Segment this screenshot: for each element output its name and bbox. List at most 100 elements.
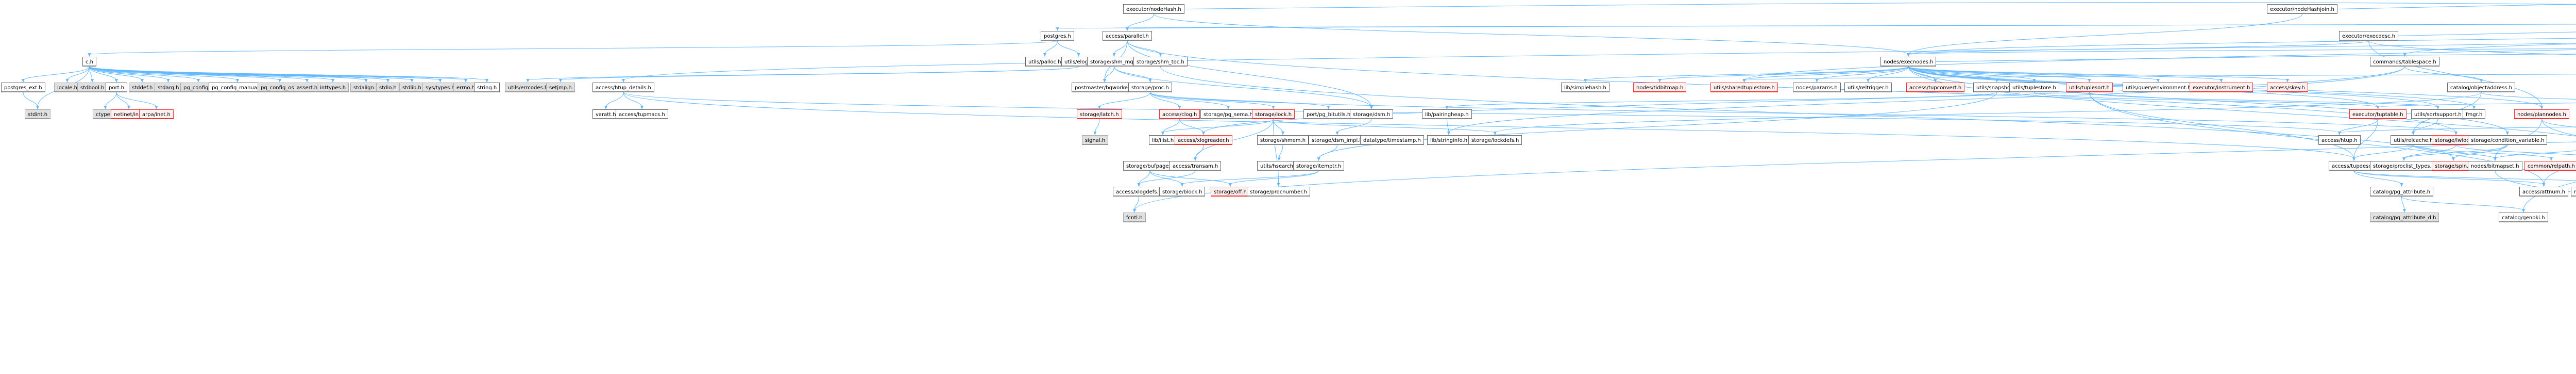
graph-node-parallel[interactable]: access/parallel.h bbox=[1103, 31, 1152, 41]
graph-node-signal: signal.h bbox=[1082, 135, 1109, 145]
graph-node-queryenvironment[interactable]: utils/queryenvironment.h bbox=[2123, 83, 2194, 92]
graph-node-bufpage[interactable]: storage/bufpage.h bbox=[1123, 161, 1177, 171]
arrowhead-icon bbox=[485, 79, 488, 83]
graph-node-lockdefs[interactable]: storage/lockdefs.h bbox=[1468, 135, 1522, 145]
arrowhead-icon bbox=[1658, 79, 1662, 83]
edge-nodeHashjoin-to-execnodes bbox=[1908, 13, 2302, 55]
arrowhead-icon bbox=[604, 106, 607, 109]
arrowhead-icon bbox=[2352, 157, 2355, 161]
graph-node-c[interactable]: c.h bbox=[82, 57, 97, 67]
graph-node-miscnodes[interactable]: nodes/miscnodes.h bbox=[2571, 187, 2576, 197]
graph-node-proc[interactable]: storage/proc.h bbox=[1128, 83, 1172, 92]
graph-node-tupmacs[interactable]: access/tupmacs.h bbox=[616, 109, 668, 119]
edge-itemptr-to-block bbox=[1182, 170, 1319, 185]
graph-node-stdint: stdint.h bbox=[25, 109, 51, 119]
arrowhead-icon bbox=[2403, 209, 2406, 213]
graph-node-tuplestore[interactable]: utils/tuplestore.h bbox=[2009, 83, 2059, 92]
graph-node-sortsupport[interactable]: utils/sortsupport.h bbox=[2411, 109, 2465, 119]
edge-proc-to-pg_sema bbox=[1150, 92, 1229, 108]
edge-execdesc-to-plannodes bbox=[2368, 40, 2542, 108]
edge-shmem-to-hsearch bbox=[1279, 144, 1283, 159]
graph-node-nodeHashjoin[interactable]: executor/nodeHashjoin.h bbox=[2267, 4, 2337, 14]
graph-node-transam[interactable]: access/transam.h bbox=[1170, 161, 1222, 171]
edge-clog-to-xlogreader bbox=[1179, 119, 1204, 134]
arrowhead-icon bbox=[2542, 183, 2546, 187]
edge-execnodes-to-instrument bbox=[1908, 66, 2222, 81]
graph-node-execdesc[interactable]: executor/execdesc.h bbox=[2339, 31, 2399, 41]
graph-node-condition-variable[interactable]: storage/condition_variable.h bbox=[2468, 135, 2548, 145]
edge-snapshot-to-pairingheap bbox=[1447, 92, 1997, 108]
graph-node-xlogdefs[interactable]: access/xlogdefs.h bbox=[1113, 187, 1165, 197]
graph-node-genbki[interactable]: catalog/genbki.h bbox=[2499, 213, 2548, 222]
graph-node-block[interactable]: storage/block.h bbox=[1159, 187, 1206, 197]
graph-node-reltrigger[interactable]: utils/reltrigger.h bbox=[1844, 83, 1892, 92]
graph-node-objectaddress[interactable]: catalog/objectaddress.h bbox=[2447, 83, 2515, 92]
graph-node-timestamp[interactable]: datatype/timestamp.h bbox=[1360, 135, 1424, 145]
graph-node-locale: locale.h bbox=[54, 83, 80, 92]
arrowhead-icon bbox=[141, 79, 144, 83]
edge-port-to-netinet_in bbox=[116, 92, 129, 108]
graph-node-string[interactable]: string.h bbox=[474, 83, 500, 92]
graph-node-nodeHash-h[interactable]: executor/nodeHash.h bbox=[1123, 4, 1184, 14]
graph-node-bgworker[interactable]: postmaster/bgworker.h bbox=[1072, 83, 1138, 92]
graph-node-postgres-ext[interactable]: postgres_ext.h bbox=[1, 83, 45, 92]
graph-node-relcache[interactable]: utils/relcache.h bbox=[2391, 135, 2436, 145]
graph-node-proclist-types[interactable]: storage/proclist_types.h bbox=[2370, 161, 2438, 171]
arrowhead-icon bbox=[65, 79, 69, 83]
graph-node-pg-attribute[interactable]: catalog/pg_attribute.h bbox=[2370, 187, 2434, 197]
graph-node-skey: access/skey.h bbox=[2267, 83, 2308, 92]
edge-execnodes-to-queryenvironment bbox=[1908, 66, 2159, 81]
arrowhead-icon bbox=[2472, 106, 2476, 109]
graph-node-shmem[interactable]: storage/shmem.h bbox=[1257, 135, 1309, 145]
edge-dsm-to-dsm_impl bbox=[1337, 119, 1372, 134]
arrowhead-icon bbox=[1194, 157, 1197, 161]
graph-node-dsm-impl[interactable]: storage/dsm_impl.h bbox=[1309, 135, 1366, 145]
graph-node-assert: assert.h bbox=[294, 83, 321, 92]
graph-node-procnumber[interactable]: storage/procnumber.h bbox=[1247, 187, 1310, 197]
graph-node-itemptr[interactable]: storage/itemptr.h bbox=[1293, 161, 1344, 171]
graph-node-pairingheap[interactable]: lib/pairingheap.h bbox=[1422, 109, 1472, 119]
graph-node-dsm[interactable]: storage/dsm.h bbox=[1350, 109, 1394, 119]
graph-node-varatt[interactable]: varatt.h bbox=[592, 109, 619, 119]
arrowhead-icon bbox=[2088, 79, 2091, 83]
graph-node-shm-toc[interactable]: storage/shm_toc.h bbox=[1133, 57, 1188, 67]
graph-node-tupdesc[interactable]: access/tupdesc.h bbox=[2329, 161, 2380, 171]
arrowhead-icon bbox=[1133, 209, 1136, 213]
graph-node-port[interactable]: port.h bbox=[106, 83, 128, 92]
edge-parallel-to-shm_toc bbox=[1127, 40, 1161, 55]
graph-node-fmgr[interactable]: fmgr.h bbox=[2463, 109, 2486, 119]
edge-objectaddress-to-lockdefs bbox=[1495, 92, 2482, 134]
edge-pg_statistic-to-genbki bbox=[2523, 182, 2576, 211]
graph-node-htup-details[interactable]: access/htup_details.h bbox=[592, 83, 654, 92]
graph-node-stringinfo[interactable]: lib/stringinfo.h bbox=[1427, 135, 1471, 145]
graph-node-attnum[interactable]: access/attnum.h bbox=[2519, 187, 2568, 197]
graph-node-ilist[interactable]: lib/ilist.h bbox=[1149, 135, 1177, 145]
graph-node-tablespace[interactable]: commands/tablespace.h bbox=[2370, 57, 2439, 67]
graph-node-stdarg: stdarg.h bbox=[155, 83, 182, 92]
arrowhead-icon bbox=[2400, 183, 2403, 187]
edge-execnodes-to-tidbitmap bbox=[1659, 66, 1909, 81]
graph-node-palloc[interactable]: utils/palloc.h bbox=[1025, 57, 1064, 67]
edge-tablespace-to-xlogreader bbox=[1203, 66, 2405, 134]
edge-execnodes-to-simplehash bbox=[1585, 66, 1909, 81]
arrowhead-icon bbox=[1445, 106, 1449, 109]
graph-node-params[interactable]: nodes/params.h bbox=[1793, 83, 1841, 92]
edge-syscache-to-htup bbox=[2339, 126, 2576, 134]
graph-node-sharedtuplestore: utils/sharedtuplestore.h bbox=[1710, 83, 1778, 92]
graph-node-htup[interactable]: access/htup.h bbox=[2318, 135, 2361, 145]
edge-itemptr-to-off bbox=[1230, 170, 1319, 185]
graph-node-bitmapset[interactable]: nodes/bitmapset.h bbox=[2468, 161, 2522, 171]
graph-node-execnodes[interactable]: nodes/execnodes.h bbox=[1880, 57, 1937, 67]
arrowhead-icon bbox=[197, 79, 200, 83]
graph-node-postgres[interactable]: postgres.h bbox=[1041, 31, 1074, 41]
edge-tuplestore-to-tuptable bbox=[2034, 92, 2378, 108]
graph-node-pg-bitutils[interactable]: port/pg_bitutils.h bbox=[1303, 109, 1354, 119]
edge-elog-to-setjmp bbox=[560, 66, 1079, 81]
graph-node-netinet-in: netinet/in.h bbox=[111, 109, 147, 119]
edge-transam-to-xlogdefs bbox=[1139, 170, 1196, 185]
graph-node-pg-sema[interactable]: storage/pg_sema.h bbox=[1200, 109, 1256, 119]
edge-relcache-to-bitmapset bbox=[2413, 144, 2496, 159]
graph-node-simplehash[interactable]: lib/simplehash.h bbox=[1561, 83, 1609, 92]
arrowhead-icon bbox=[306, 79, 309, 83]
